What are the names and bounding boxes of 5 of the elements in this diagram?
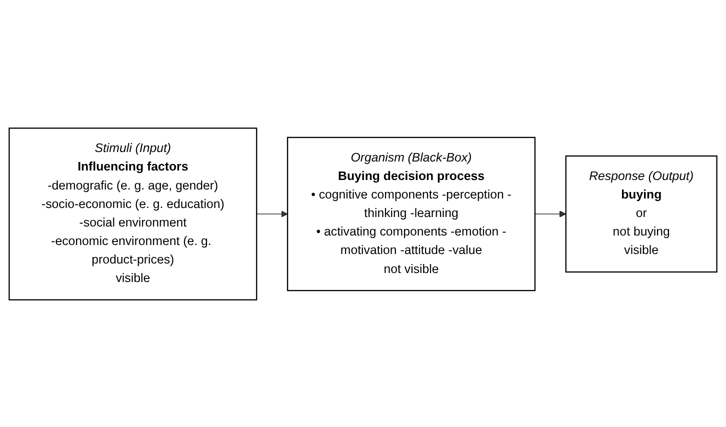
node-box: Organism (Black-Box) Buying decision process • cognitive components -perception -thinking -learning • activating components -emotion -motivation -attitude -value not visible: [286, 136, 536, 291]
arrow: [534, 210, 566, 217]
node-box: Response (Output) buying or not buying visible: [565, 154, 718, 272]
node-box: Stimuli (Input) Influencing factors -demografic (e. g. age, gender) -socio-economic (e. g. education) -social environment -economic environment (e. g. product-prices) visible: [8, 127, 258, 300]
arrow: [256, 210, 288, 217]
